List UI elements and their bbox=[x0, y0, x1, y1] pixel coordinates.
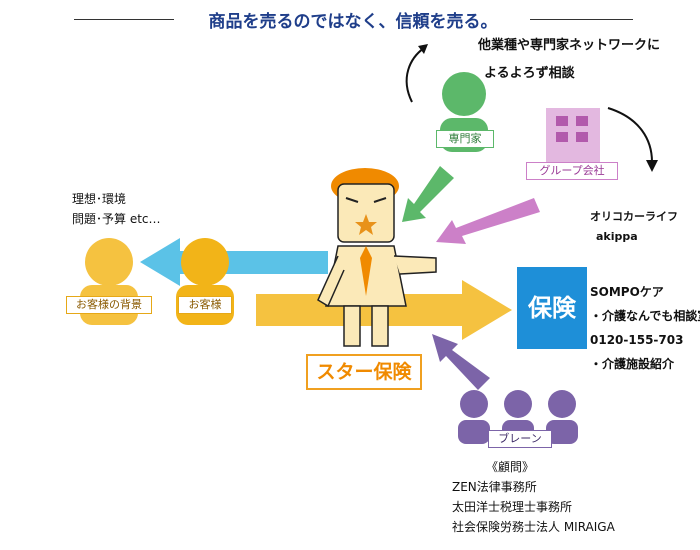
customer-background-person-icon bbox=[80, 238, 138, 325]
group-company-label: グループ会社 bbox=[526, 162, 618, 180]
advisor-item-3: 社会保険労務士法人 MIRAIGA bbox=[452, 520, 615, 534]
insurance-item-4: ・介護施設紹介 bbox=[590, 357, 675, 371]
expert-label: 専門家 bbox=[436, 130, 494, 148]
expert-note-line2: よるよろず相談 bbox=[484, 66, 575, 81]
customer-background-label: お客様の背景 bbox=[66, 296, 152, 314]
arrow-brain-to-star-icon bbox=[432, 334, 490, 390]
advisor-item-1: ZEN法律事務所 bbox=[452, 480, 537, 494]
curved-arrow-group-icon bbox=[607, 107, 658, 172]
advisors-heading: 《顧問》 bbox=[486, 460, 535, 474]
brain-label: ブレーン bbox=[488, 430, 552, 448]
insurance-list: SOMPOケア ・介護なんでも相談室 0120-155-703 ・介護施設紹介 bbox=[590, 280, 700, 376]
arrow-expert-to-star-icon bbox=[402, 166, 454, 222]
star-hoken-mascot-icon bbox=[317, 168, 437, 347]
arrow-group-to-star-icon bbox=[436, 198, 540, 244]
customer-label: お客様 bbox=[178, 296, 232, 314]
arrow-star-to-customer-icon bbox=[140, 238, 328, 286]
insurance-item-1: SOMPOケア bbox=[590, 285, 664, 299]
background-note-line1: 理想･環境 bbox=[72, 192, 127, 206]
background-note-line2: 問題･予算 etc… bbox=[72, 212, 161, 226]
group-company-item-1: オリコカーライフ bbox=[590, 210, 678, 223]
header-line-right bbox=[530, 19, 633, 20]
group-company-building-icon bbox=[546, 108, 600, 164]
advisor-item-2: 太田洋士税理士事務所 bbox=[452, 500, 573, 514]
header-line-left bbox=[74, 19, 174, 20]
curved-arrow-expert-icon bbox=[405, 44, 428, 103]
group-company-item-2: akippa bbox=[596, 230, 638, 243]
page-title: 商品を売るのではなく、信頼を売る。 bbox=[208, 12, 498, 32]
insurance-box: 保険 bbox=[517, 267, 587, 349]
insurance-item-3: 0120-155-703 bbox=[590, 333, 684, 347]
expert-note-line1: 他業種や専門家ネットワークに bbox=[478, 38, 661, 53]
insurance-item-2: ・介護なんでも相談室 bbox=[590, 309, 700, 323]
star-hoken-label: スター保険 bbox=[306, 354, 422, 390]
